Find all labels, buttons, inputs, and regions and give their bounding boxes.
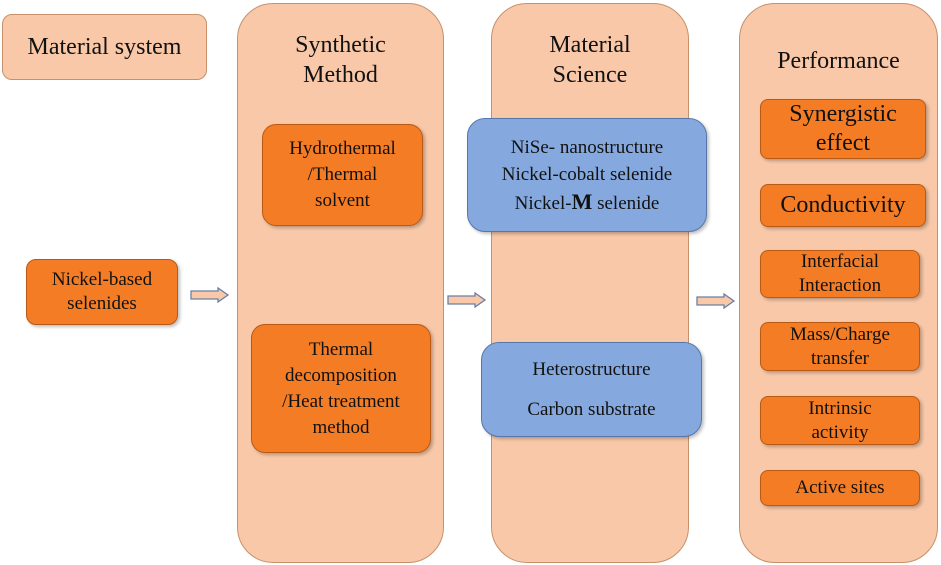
thermal-decomposition-box: Thermal decomposition /Heat treatment me… [251, 324, 431, 453]
interfacial-interaction-box: Interfacial Interaction [760, 250, 920, 298]
synergistic-effect-box: Synergistic effect [760, 99, 926, 159]
material-science-column: Material Science [491, 3, 689, 563]
intrinsic-activity-box: Intrinsic activity [760, 396, 920, 445]
arrow-right-icon [696, 293, 736, 309]
synthetic-method-column: Synthetic Method [237, 3, 444, 563]
heterostructure-box: Heterostructure Carbon substrate [481, 342, 702, 437]
synthetic-method-title: Synthetic Method [295, 32, 386, 88]
active-sites-box: Active sites [760, 470, 920, 506]
performance-title: Performance [777, 48, 900, 74]
nickel-m-selenide-line: Nickel-M selenide [514, 188, 660, 214]
input-line-1: Nickel-based [51, 269, 153, 290]
input-line-2: selenides [67, 293, 137, 314]
material-system-text: Material system [27, 33, 182, 60]
material-science-title: Material Science [549, 32, 631, 88]
mass-charge-transfer-box: Mass/Charge transfer [760, 322, 920, 371]
hydrothermal-box: Hydrothermal /Thermal solvent [262, 124, 423, 226]
material-system-label: Material system [2, 14, 207, 80]
nise-nanostructure-box: NiSe- nanostructure Nickel-cobalt seleni… [467, 118, 707, 232]
nickel-based-selenides-box: Nickel-based selenides [26, 259, 178, 325]
arrow-right-icon [447, 292, 487, 308]
arrow-right-icon [190, 287, 230, 303]
conductivity-box: Conductivity [760, 184, 926, 227]
